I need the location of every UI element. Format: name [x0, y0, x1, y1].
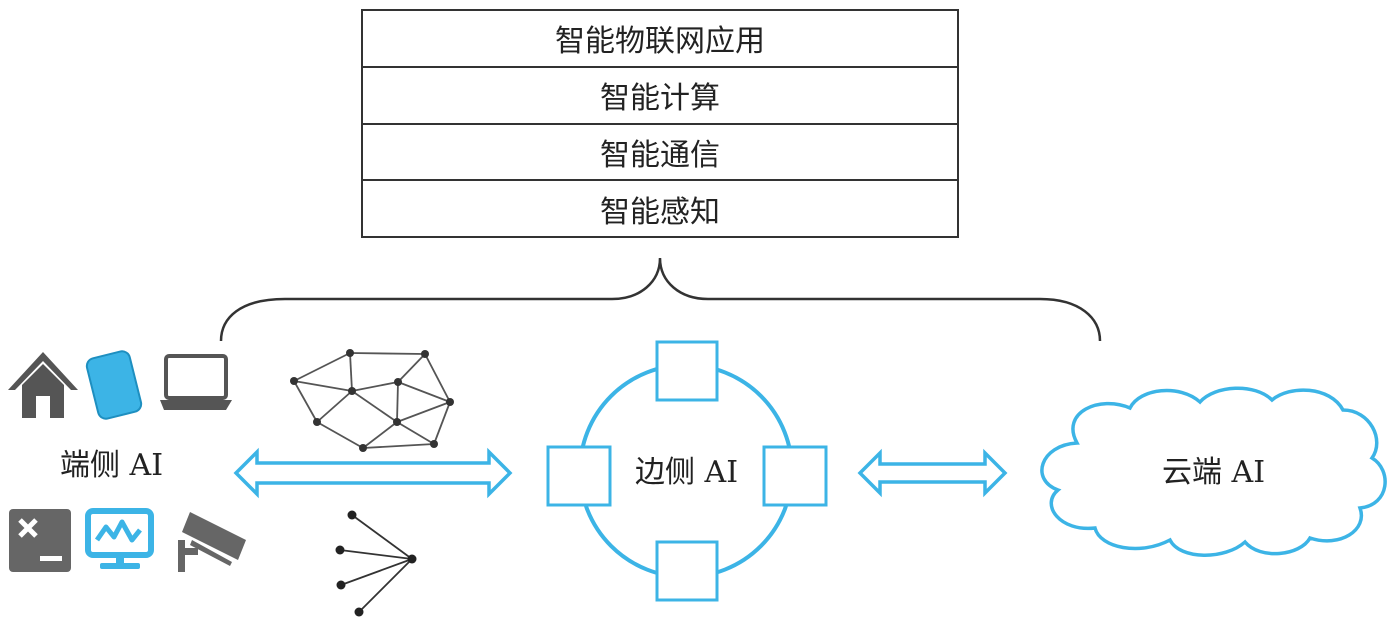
- network-node: [430, 440, 438, 448]
- network-link: [340, 558, 413, 586]
- edge-node-ring: [546, 340, 828, 602]
- network-node: [290, 377, 298, 385]
- network-node: [335, 545, 345, 555]
- smartphone-icon: [85, 350, 143, 420]
- network-link: [396, 381, 399, 423]
- edge-ai-label: 边侧 AI: [635, 455, 738, 490]
- network-node: [313, 418, 321, 426]
- network-node: [354, 607, 364, 617]
- monitor-icon: [85, 508, 154, 569]
- network-link: [351, 390, 398, 423]
- layer-intelligent-sensing: 智能感知: [363, 179, 957, 236]
- security-camera-icon: [178, 512, 246, 572]
- network-link: [339, 549, 413, 560]
- network-node: [393, 418, 401, 426]
- network-link: [433, 401, 451, 445]
- network-node: [407, 554, 417, 564]
- network-node: [421, 350, 429, 358]
- network-link: [396, 421, 435, 445]
- network-link: [349, 352, 426, 355]
- star-network-icon: [335, 510, 417, 617]
- terminal-icon: [9, 509, 71, 572]
- network-link: [351, 514, 413, 560]
- network-node: [359, 444, 367, 452]
- network-node: [347, 510, 357, 520]
- layer-intelligent-communication: 智能通信: [363, 122, 957, 180]
- cloud-ai-label: 云端 AI: [1162, 455, 1265, 490]
- mesh-network-icon: [290, 349, 454, 452]
- cloud-shape: [1040, 386, 1387, 557]
- network-node: [446, 398, 454, 406]
- layer-iot-application: 智能物联网应用: [555, 24, 765, 60]
- network-node: [394, 378, 402, 386]
- network-link: [397, 381, 451, 403]
- network-link: [396, 401, 451, 423]
- device-edge-arrow: [233, 447, 513, 499]
- house-icon: [8, 352, 78, 418]
- network-link: [362, 421, 398, 449]
- layer-intelligent-computing: 智能计算: [363, 65, 957, 123]
- edge-node-top: [655, 340, 719, 402]
- network-link: [424, 353, 451, 403]
- network-link: [358, 558, 413, 613]
- network-node: [346, 349, 354, 357]
- network-node: [348, 387, 356, 395]
- network-link: [316, 390, 353, 423]
- architecture-stack: 智能物联网应用 智能计算 智能通信 智能感知: [361, 9, 959, 238]
- laptop-icon: [160, 354, 232, 410]
- edge-node-right: [762, 445, 828, 507]
- edge-node-bottom: [655, 540, 719, 602]
- network-link: [293, 380, 353, 392]
- edge-node-left: [546, 445, 612, 507]
- device-ai-label: 端侧 AI: [60, 448, 163, 483]
- network-link: [362, 443, 435, 449]
- curly-brace: [219, 257, 1102, 342]
- network-link: [316, 421, 364, 449]
- network-link: [293, 352, 351, 382]
- edge-cloud-arrow: [857, 448, 1008, 498]
- network-node: [336, 580, 346, 590]
- network-link: [349, 352, 353, 392]
- network-link: [351, 381, 399, 392]
- network-link: [397, 353, 426, 383]
- network-link: [293, 380, 318, 423]
